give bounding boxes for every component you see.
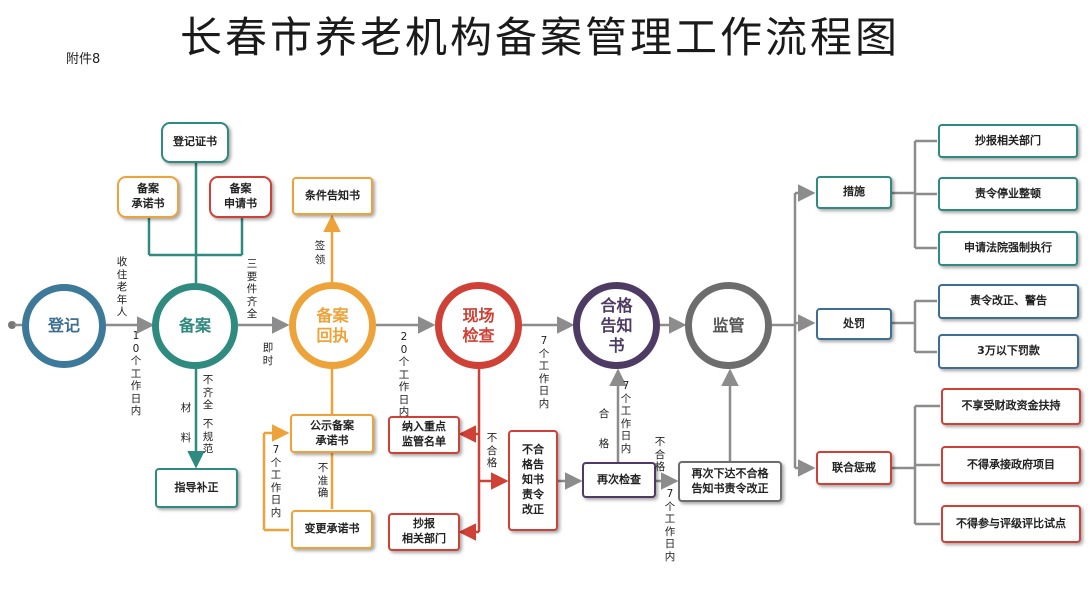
box-registration-cert[interactable]: 登记证书	[161, 122, 229, 163]
box-reissue-notice[interactable]: 再次下达不合格 告知书责令改正	[678, 461, 782, 502]
label-unqualified-a: 不合格	[486, 432, 498, 469]
label-receive-elderly: 收住老年人	[116, 256, 128, 318]
box-joint-no-funding[interactable]: 不享受财政资金扶持	[941, 388, 1081, 425]
label-irregular: 不规范	[202, 418, 214, 455]
box-recheck[interactable]: 再次检查	[582, 462, 656, 498]
label-incomplete: 不齐全	[202, 374, 214, 411]
box-filing-application[interactable]: 备案 申请书	[209, 176, 272, 218]
box-change-commitment[interactable]: 变更承诺书	[291, 510, 373, 549]
label-material: 材料	[180, 402, 192, 444]
box-publicize-commitment[interactable]: 公示备案 承诺书	[290, 414, 374, 453]
box-filing-commitment[interactable]: 备案 承诺书	[117, 176, 179, 218]
box-key-supervision-list[interactable]: 纳入重点 监管名单	[388, 416, 460, 454]
label-qualified: 合格	[598, 408, 610, 450]
label-7-days-b: 7个工作日内	[620, 380, 632, 455]
label-7-days-d: 7个工作日内	[270, 444, 282, 519]
label-7-days-c: 7个工作日内	[664, 488, 676, 563]
label-sign: 签领	[314, 240, 326, 266]
box-guide-correction[interactable]: 指导补正	[155, 468, 238, 508]
box-penalty[interactable]: 处罚	[816, 308, 892, 340]
label-20-days: 20个工作日内	[398, 331, 410, 418]
box-condition-notice[interactable]: 条件告知书	[292, 177, 373, 215]
label-incorrect: 不准确	[317, 462, 329, 499]
node-supervise[interactable]: 监管	[685, 282, 772, 369]
box-penalty-fine[interactable]: 3万以下罚款	[938, 334, 1079, 369]
attachment-label: 附件8	[66, 52, 101, 67]
box-penalty-warning[interactable]: 责令改正、警告	[938, 284, 1079, 319]
label-unqualified-b: 不合格	[654, 436, 666, 473]
node-inspection[interactable]: 现场 检查	[435, 282, 522, 369]
node-register[interactable]: 登记	[22, 284, 106, 368]
label-immediate: 即时	[262, 342, 274, 367]
node-notice[interactable]: 合格 告知 书	[573, 282, 660, 369]
page-title: 长春市养老机构备案管理工作流程图	[179, 13, 900, 62]
box-measure-court[interactable]: 申请法院强制执行	[938, 231, 1078, 266]
box-joint-discipline[interactable]: 联合惩戒	[816, 451, 892, 485]
box-joint-no-rating[interactable]: 不得参与评级评比试点	[941, 505, 1081, 543]
box-measure-report[interactable]: 抄报相关部门	[938, 124, 1078, 158]
label-three-complete: 三要件齐全	[246, 258, 258, 320]
node-filing[interactable]: 备案	[152, 283, 238, 369]
box-measures[interactable]: 措施	[816, 176, 892, 209]
box-unqualified-notice[interactable]: 不合 格告 知书 责令 改正	[508, 430, 558, 531]
box-report-departments[interactable]: 抄报 相关部门	[388, 513, 460, 551]
box-joint-no-projects[interactable]: 不得承接政府项目	[941, 446, 1081, 484]
box-measure-suspend[interactable]: 责令停业整顿	[938, 177, 1078, 211]
node-receipt[interactable]: 备案 回执	[289, 282, 376, 369]
label-10-days: 10个工作日内	[130, 330, 142, 417]
label-7-days-a: 7个工作日内	[538, 335, 550, 410]
